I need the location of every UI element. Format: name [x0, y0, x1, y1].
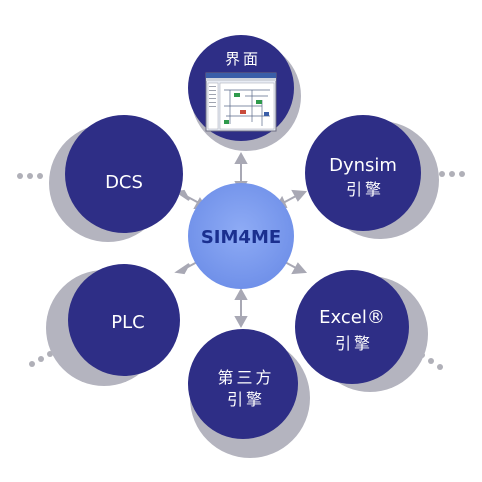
continuation-dots [17, 171, 465, 370]
node-third-party: 第三方 引擎 [188, 329, 310, 458]
software-screenshot-thumbnail [205, 72, 277, 132]
node-plc: PLC [46, 264, 180, 386]
hub-sim4me: SIM4ME [188, 183, 294, 289]
node-circle [65, 115, 183, 233]
node-circle [68, 264, 180, 376]
node-circle [188, 329, 298, 439]
dots-right [439, 171, 465, 177]
arrow-hub-third-party [234, 287, 248, 329]
node-excel-subtitle: 引擎 [335, 334, 373, 353]
node-dynsim: Dynsim 引擎 [305, 115, 439, 239]
node-interface-label: 界面 [225, 50, 261, 68]
node-dcs: DCS [49, 115, 183, 242]
node-circle [305, 115, 421, 231]
hub-circle [188, 183, 294, 289]
hub-label: SIM4ME [201, 227, 281, 248]
dots-bottom-left [29, 351, 53, 367]
node-excel: Excel® 引擎 [295, 270, 428, 392]
node-interface: 界面 [188, 35, 301, 151]
node-dynsim-subtitle: 引擎 [346, 180, 384, 199]
node-circle [295, 270, 409, 384]
dots-left [17, 173, 43, 179]
node-third-party-title: 第三方 [217, 368, 274, 387]
node-third-party-subtitle: 引擎 [227, 390, 265, 409]
node-dcs-label: DCS [105, 172, 143, 193]
node-plc-label: PLC [111, 312, 144, 333]
node-dynsim-title: Dynsim [329, 155, 397, 176]
node-excel-title: Excel® [319, 307, 385, 328]
